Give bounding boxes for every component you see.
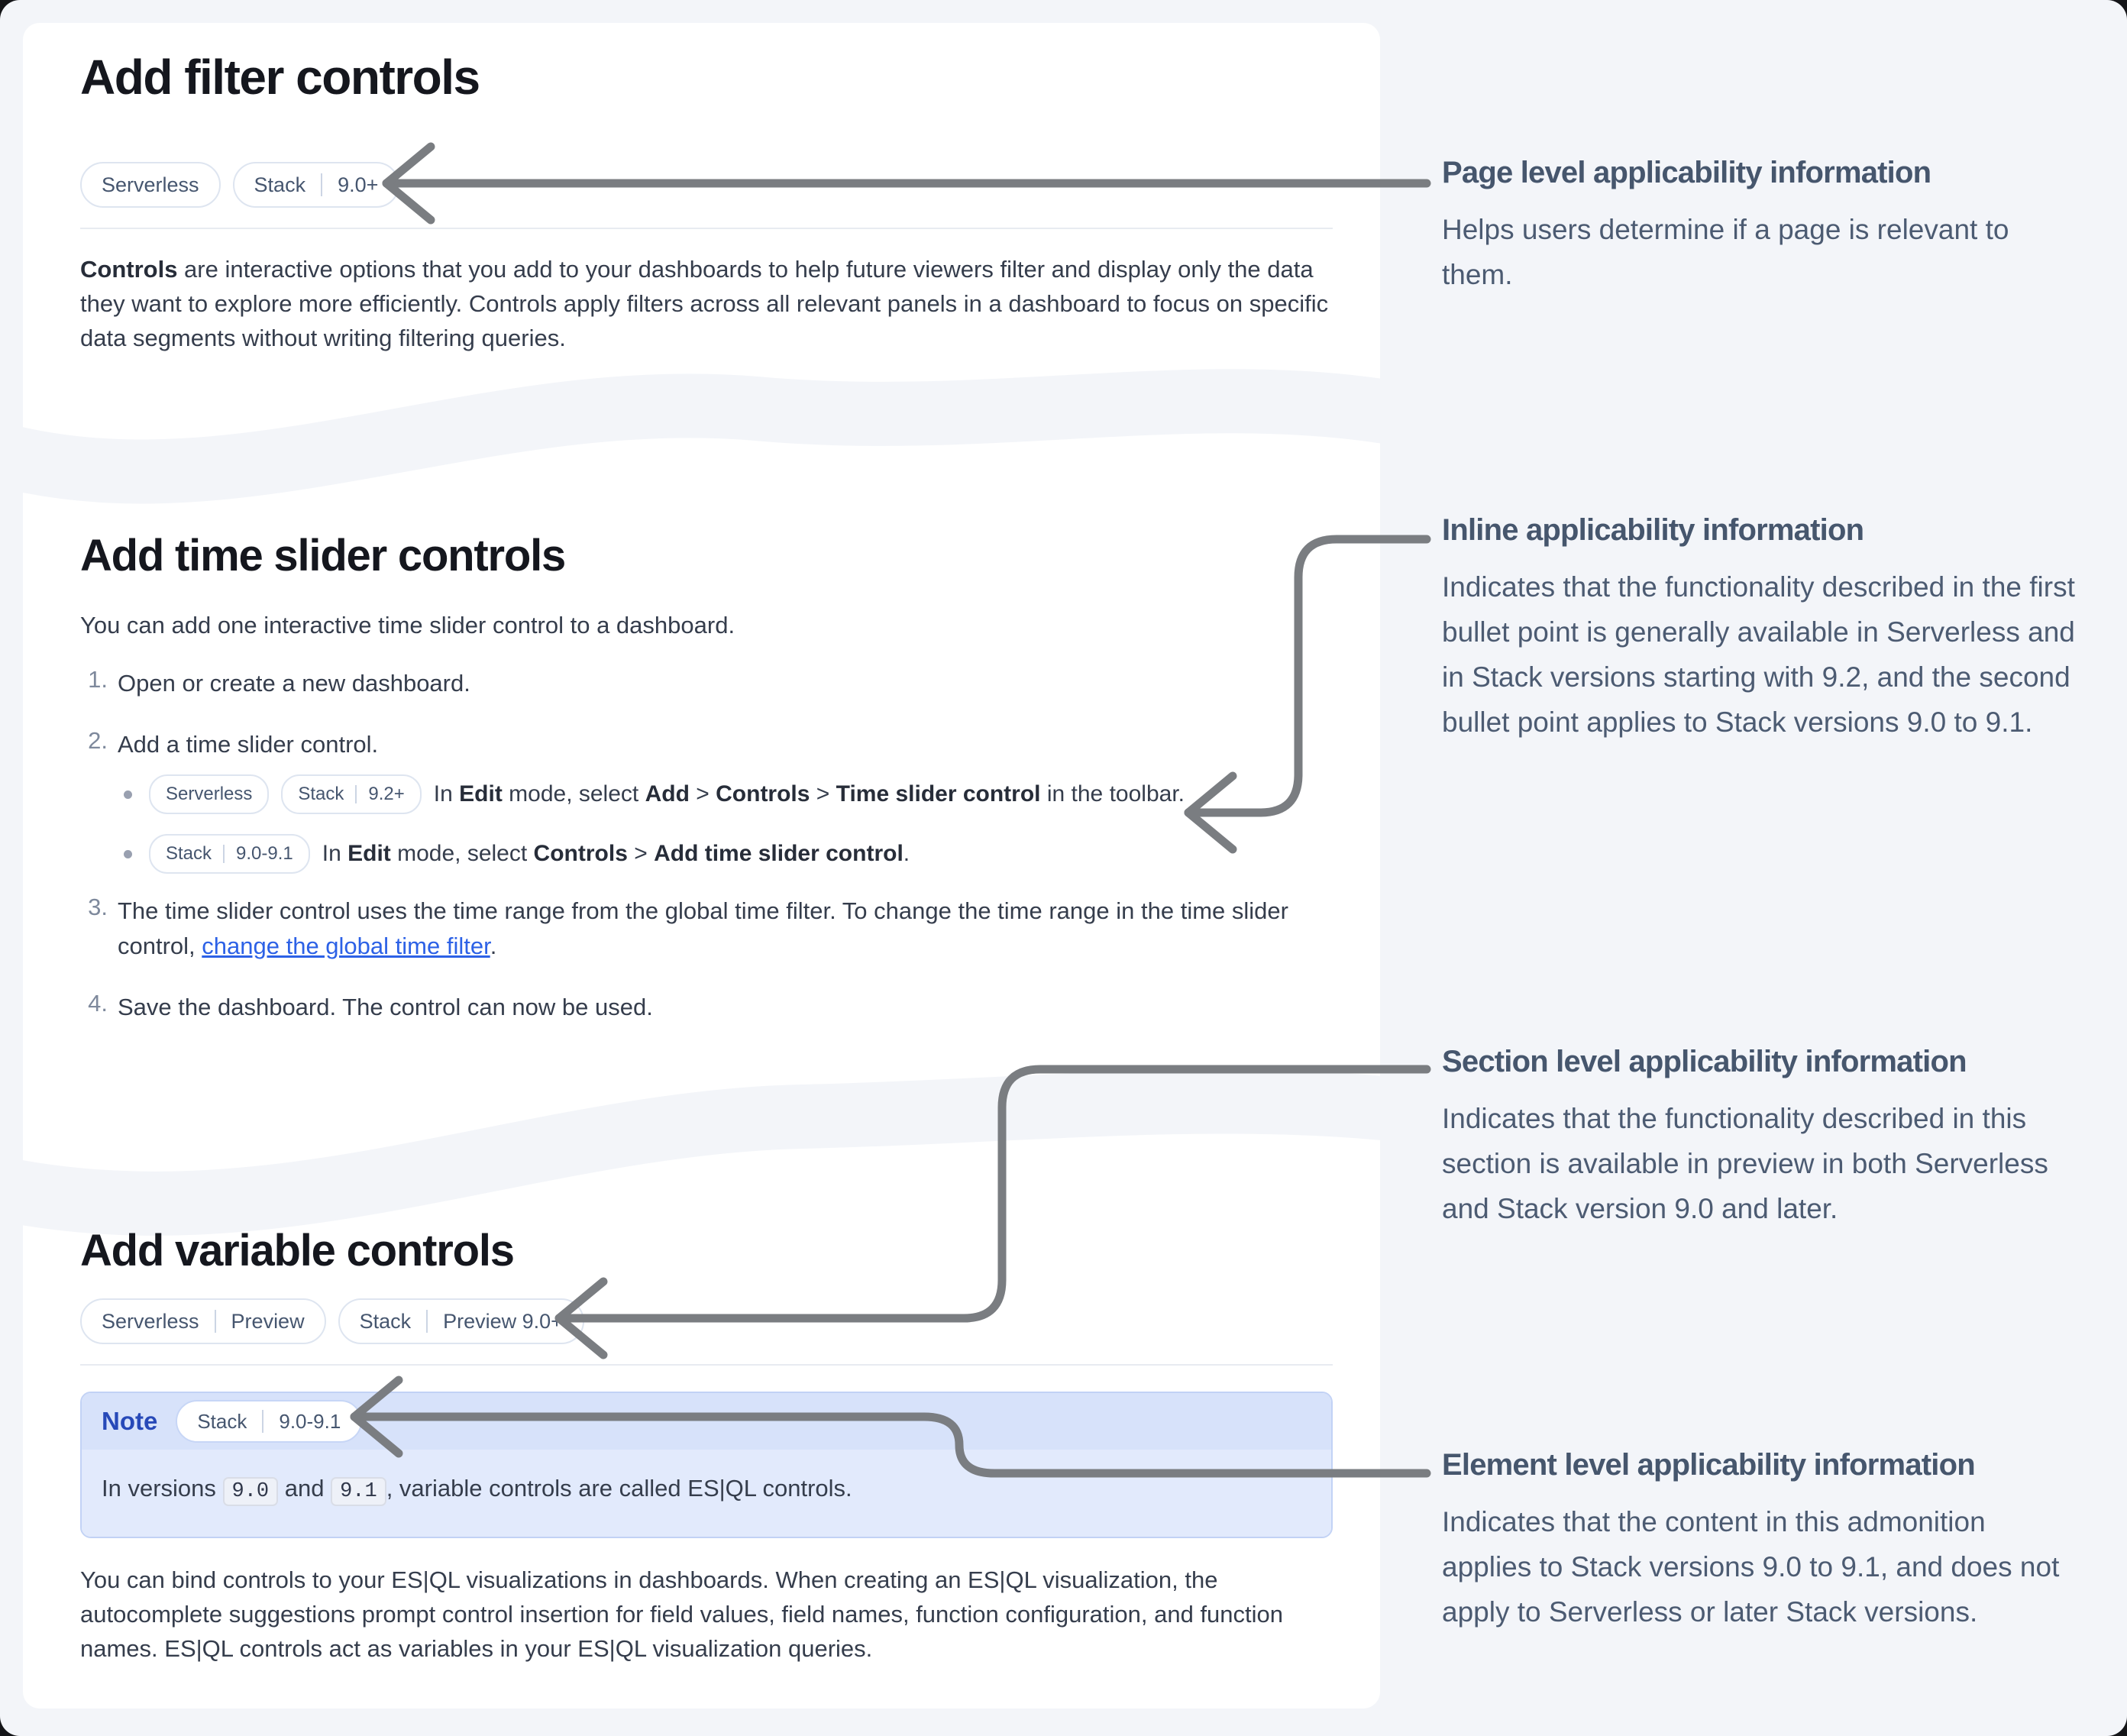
- badge-stack: Stack 9.0-9.1: [149, 834, 310, 874]
- badge-stack-version: 9.0+: [338, 173, 379, 196]
- section-title-variable: Add variable controls: [80, 1226, 515, 1275]
- list-item-text: Save the dashboard. The control can now …: [118, 994, 653, 1020]
- intro-paragraph: Controls are interactive options that yo…: [80, 252, 1340, 355]
- badge-stack-preview: Stack Preview 9.0+: [338, 1298, 584, 1344]
- badge-stack-version: 9.0-9.1: [236, 843, 293, 864]
- bullet-item-serverless-stack: Serverless Stack 9.2+ In Edit mode, sele…: [124, 774, 1185, 814]
- badge-stack-version: 9.0-9.1: [279, 1409, 341, 1433]
- list-number: 3.: [88, 894, 108, 920]
- badge-divider: [214, 1310, 216, 1333]
- badge-divider: [426, 1310, 428, 1333]
- section-badges: Serverless Preview Stack Preview 9.0+: [80, 1298, 584, 1344]
- code-chip: 9.1: [331, 1477, 386, 1506]
- badge-stack-version: 9.2+: [368, 784, 405, 804]
- bold-controls: Controls: [80, 256, 178, 283]
- divider-rule: [80, 228, 1333, 229]
- badge-divider: [262, 1410, 264, 1433]
- badge-stack: Stack 9.0-9.1: [176, 1400, 363, 1443]
- global-time-filter-link[interactable]: change the global time filter: [202, 933, 490, 959]
- annotation-body: Indicates that the content in this admon…: [1442, 1506, 2060, 1628]
- annotation-body: Indicates that the functionality describ…: [1442, 1103, 2048, 1224]
- annotation-body: Helps users determine if a page is relev…: [1442, 214, 2009, 290]
- list-item-text: Add a time slider control.: [118, 731, 379, 758]
- list-item-2: 2. Add a time slider control.: [80, 727, 1328, 762]
- badge-divider: [355, 785, 357, 803]
- page-title: Add filter controls: [80, 50, 480, 105]
- list-item-4: 4. Save the dashboard. The control can n…: [80, 990, 1328, 1025]
- variable-paragraph: You can bind controls to your ES|QL visu…: [80, 1566, 1284, 1662]
- annotation-inline-level: Inline applicability information Indicat…: [1442, 513, 2091, 745]
- note-label: Note: [102, 1407, 158, 1435]
- list-item-1: 1. Open or create a new dashboard.: [80, 666, 1328, 701]
- badge-divider: [223, 845, 225, 863]
- annotation-body: Indicates that the functionality describ…: [1442, 571, 2075, 738]
- note-body: In versions 9.0 and 9.1, variable contro…: [82, 1450, 1331, 1537]
- list-item-text: The time slider control uses the time ra…: [118, 897, 1288, 959]
- annotation-page-level: Page level applicability information Hel…: [1442, 156, 2091, 297]
- badge-serverless: Serverless: [80, 162, 221, 208]
- badge-stack-label: Stack: [254, 173, 306, 196]
- badge-serverless-label: Serverless: [166, 784, 253, 804]
- time-slider-intro: You can add one interactive time slider …: [80, 612, 735, 638]
- badge-serverless-preview: Serverless Preview: [80, 1298, 326, 1344]
- badge-serverless-label: Serverless: [102, 173, 199, 196]
- list-item-3: 3. The time slider control uses the time…: [80, 894, 1328, 964]
- badge-stack-label: Stack: [166, 843, 212, 864]
- badge-divider: [321, 173, 323, 196]
- annotation-title: Section level applicability information: [1442, 1045, 1967, 1078]
- note-header: Note Stack 9.0-9.1: [82, 1393, 1331, 1450]
- list-number: 1.: [88, 666, 108, 693]
- note-admonition: Note Stack 9.0-9.1 In versions 9.0 and 9…: [80, 1392, 1333, 1538]
- badge-serverless: Serverless: [149, 774, 270, 814]
- section-title-time-slider: Add time slider controls: [80, 531, 566, 580]
- annotation-title: Page level applicability information: [1442, 156, 1931, 189]
- badge-stack: Stack 9.0+: [232, 162, 400, 208]
- badge-stack: Stack 9.2+: [281, 774, 422, 814]
- annotation-title: Inline applicability information: [1442, 513, 1864, 547]
- paragraph-text: are interactive options that you add to …: [80, 256, 1329, 351]
- annotation-title: Element level applicability information: [1442, 1448, 1976, 1482]
- divider-rule: [80, 1364, 1333, 1366]
- badge-stack-label: Stack: [298, 784, 344, 804]
- badge-stack-label: Stack: [197, 1409, 247, 1433]
- bullet-text: In Edit mode, select Add > Controls > Ti…: [433, 781, 1185, 807]
- bullet-dot-icon: [124, 849, 132, 858]
- page-badges: Serverless Stack 9.0+: [80, 162, 400, 208]
- bullet-dot-icon: [124, 790, 132, 799]
- badge-stack-version: Preview 9.0+: [443, 1309, 563, 1333]
- code-chip: 9.0: [222, 1477, 279, 1506]
- annotation-section-level: Section level applicability information …: [1442, 1045, 2091, 1231]
- badge-stack-label: Stack: [359, 1309, 412, 1333]
- bullet-text: In Edit mode, select Controls > Add time…: [322, 841, 910, 866]
- bullet-item-stack: Stack 9.0-9.1 In Edit mode, select Contr…: [124, 834, 910, 874]
- badge-serverless-label: Serverless: [102, 1309, 199, 1333]
- list-item-text: Open or create a new dashboard.: [118, 670, 470, 697]
- annotation-element-level: Element level applicability information …: [1442, 1448, 2091, 1634]
- badge-preview-label: Preview: [231, 1309, 305, 1333]
- list-number: 2.: [88, 727, 108, 754]
- list-number: 4.: [88, 990, 108, 1017]
